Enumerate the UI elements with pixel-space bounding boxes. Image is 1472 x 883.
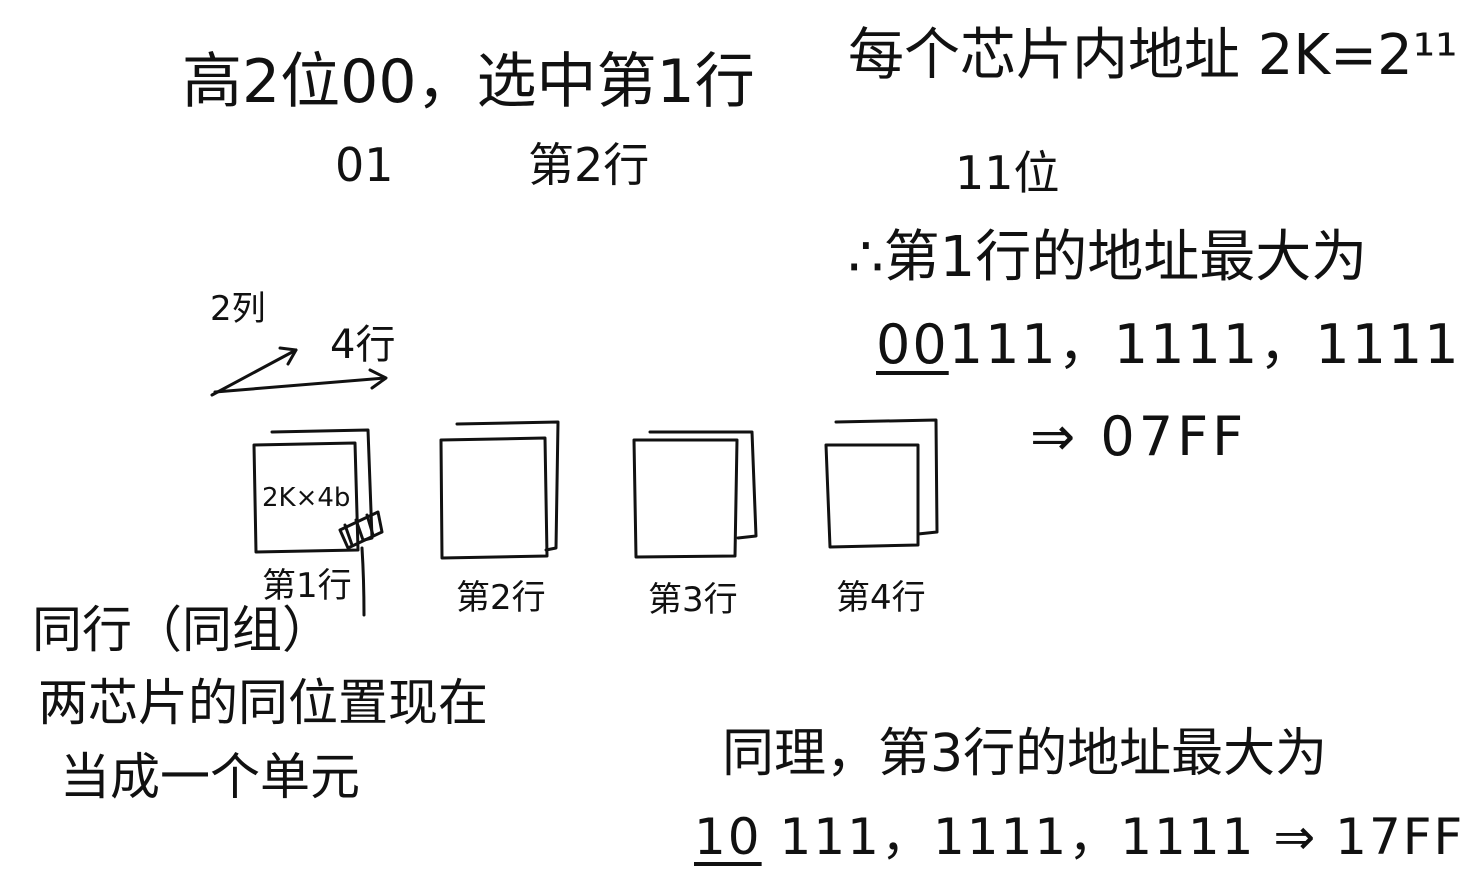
rows-arrow: [213, 376, 387, 394]
columns-label: 2列: [210, 289, 266, 329]
chip-group-2: [439, 420, 560, 560]
note-code-01: 01: [335, 138, 394, 192]
row3-binary-rest: 111，1111，1111 ⇒ 17FF: [761, 808, 1465, 866]
note-same-row: 同行（同组）: [32, 601, 332, 659]
note-row3-max: 同理，第3行的地址最大为: [722, 724, 1328, 784]
chip-capacity-label: 2K×4b: [262, 483, 351, 513]
cell-marker: [338, 510, 384, 550]
note-high-bits-00: 高2位00，选中第1行: [182, 47, 755, 117]
row-label-4: 第4行: [836, 578, 926, 618]
note-one-unit: 当成一个单元: [60, 748, 360, 806]
note-chip-address: 每个芯片内地址 2K=2¹¹: [848, 23, 1458, 88]
row1-binary-rest: 111，1111，1111: [948, 313, 1461, 376]
note-row3-binary: 10 111，1111，1111 ⇒ 17FF: [694, 812, 1464, 862]
chip-group-4: [824, 418, 939, 549]
row-label-1: 第1行: [262, 566, 352, 606]
rows-label: 4行: [330, 322, 396, 368]
row-label-3: 第3行: [648, 580, 738, 620]
chip-group-3: [632, 430, 758, 559]
row3-prefix: 10: [694, 808, 762, 866]
row-label-2: 第2行: [456, 578, 546, 618]
note-row1-hex: ⇒ 07FF: [1030, 405, 1248, 468]
note-two-chips: 两芯片的同位置现在: [38, 674, 488, 732]
columns-arrowhead: [278, 346, 298, 366]
note-row-2: 第2行: [528, 138, 650, 192]
columns-arrow: [210, 348, 298, 397]
rows-arrowhead: [368, 368, 388, 390]
note-row1-max: ∴第1行的地址最大为: [848, 225, 1368, 290]
note-11-bits: 11位: [955, 146, 1060, 200]
chip-group-1: [252, 428, 384, 617]
note-row1-binary: 00111，1111，1111: [876, 318, 1461, 372]
row1-prefix: 00: [876, 313, 949, 376]
